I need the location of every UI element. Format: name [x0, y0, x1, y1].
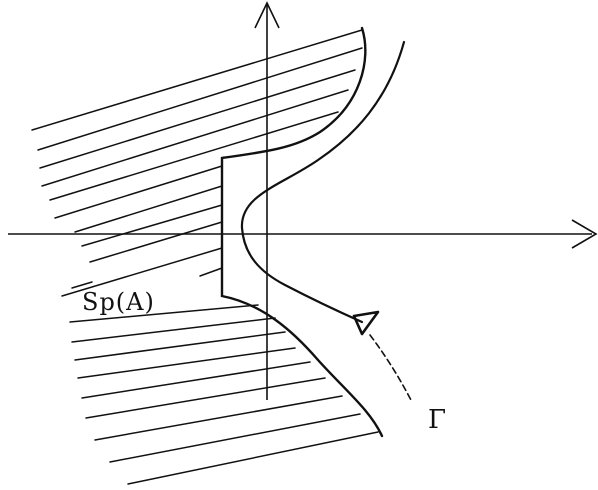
hatch-line — [127, 431, 379, 485]
contour-direction-arrow-icon — [352, 310, 380, 336]
spectrum-boundary-curve — [220, 26, 384, 438]
spectrum-hatching — [31, 29, 379, 485]
hatch-line — [41, 89, 349, 187]
hatch-line — [54, 165, 223, 219]
hatch-line — [89, 221, 223, 263]
hatch-line — [81, 361, 311, 399]
spectrum-label: Sp(A) — [82, 288, 155, 316]
hatch-line — [71, 281, 93, 289]
hatch-line — [94, 395, 343, 441]
axes — [8, 1, 598, 400]
hatch-line — [69, 304, 259, 323]
contour-gamma-curve-dashed — [369, 334, 413, 403]
hatch-line — [61, 247, 223, 297]
hatch-line — [71, 317, 276, 343]
hatch-line — [37, 47, 363, 151]
hatch-line — [39, 69, 356, 169]
vertical-axis-arrowhead — [254, 1, 280, 29]
hatch-line — [74, 185, 223, 233]
hatch-line — [74, 331, 286, 361]
hatch-line — [77, 347, 296, 379]
contour-label: Γ — [428, 405, 446, 435]
hatch-line — [31, 29, 363, 131]
hatch-line — [49, 111, 339, 201]
hatch-line — [85, 377, 326, 419]
hatch-line — [109, 413, 361, 463]
contour-gamma-curve — [240, 40, 406, 324]
hatch-line — [199, 267, 223, 277]
hatch-line — [81, 204, 223, 247]
horizontal-axis-arrowhead — [571, 219, 598, 249]
